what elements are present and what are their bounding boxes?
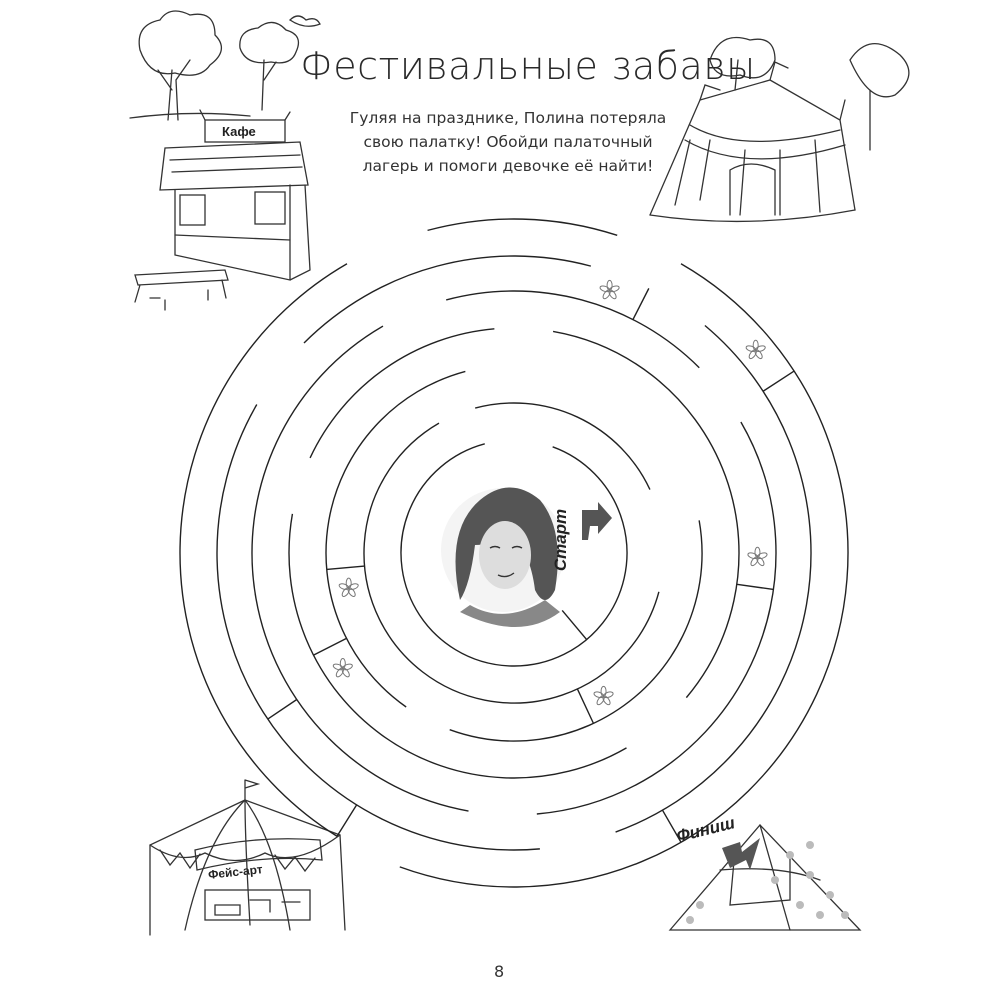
maze-ring-arc	[251, 325, 469, 812]
maze-ring-arc	[449, 520, 703, 742]
maze-ring-arc	[474, 402, 651, 490]
maze-wall	[736, 583, 774, 591]
maze-ring-arc	[303, 255, 592, 344]
maze-wall	[576, 688, 595, 724]
start-label: Старт	[551, 508, 571, 572]
flower-icon	[747, 546, 768, 567]
maze-wall	[561, 610, 588, 641]
flower-icon	[745, 339, 766, 360]
girl-portrait	[441, 487, 565, 627]
maze-ring-arc	[552, 330, 740, 699]
instructions-text: Гуляя на празднике, Полина потеряла свою…	[349, 109, 667, 175]
maze-wall	[313, 637, 347, 656]
maze-rings	[179, 218, 849, 888]
face-art-tent-illustration	[149, 779, 346, 936]
page-title: Фестивальные забавы	[300, 44, 756, 88]
cafe-sign: Кафе	[222, 124, 256, 139]
maze-ring-arc	[179, 263, 348, 837]
maze-ring-arc	[399, 263, 849, 888]
maze-ring-arc	[363, 422, 660, 704]
page-number: 8	[494, 962, 505, 981]
flower-icon	[599, 279, 620, 300]
maze-wall	[762, 370, 795, 392]
maze-wall	[336, 804, 358, 837]
cafe-illustration	[134, 109, 311, 311]
maze-ring-arc	[536, 421, 777, 815]
maze-walls	[267, 288, 795, 843]
finish-tent-illustration	[668, 824, 862, 931]
maze-ring-arc	[309, 328, 495, 459]
maze-ring-arc	[288, 513, 627, 779]
maze-ring-arc	[427, 218, 618, 237]
circus-tent-illustration	[649, 36, 910, 223]
start-arrow-icon	[582, 502, 612, 540]
maze-wall	[267, 698, 298, 720]
maze-ring-arc	[325, 370, 466, 708]
flower-icon	[338, 577, 359, 597]
maze-ring-arc	[216, 404, 540, 851]
maze-wall	[661, 809, 682, 843]
maze-ring-arc	[615, 324, 812, 833]
flower-markers	[332, 279, 768, 706]
maze-wall	[326, 565, 365, 571]
flower-icon	[332, 657, 353, 678]
maze-ring-arc	[400, 443, 628, 667]
maze-wall	[632, 288, 650, 320]
flower-icon	[593, 685, 614, 706]
maze-ring-arc	[446, 290, 700, 369]
trees-left	[129, 10, 321, 121]
finish-arrow-icon	[722, 838, 760, 870]
